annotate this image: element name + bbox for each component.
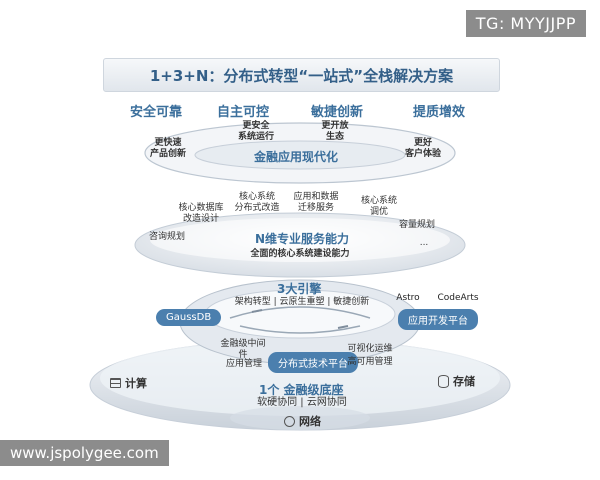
base-subtitle: 软硬协同 | 云网协同 — [257, 397, 347, 408]
network-icon — [284, 415, 295, 427]
engine-items: 架构转型 | 云原生重塑 | 敏捷创新 — [234, 297, 370, 307]
network-label: 网络 — [299, 415, 321, 428]
base-title: 1个 金融级底座 — [259, 383, 344, 397]
service-core-db-design: 核心数据库 改造设计 — [178, 203, 224, 224]
distributed-tech-platform-pill: 分布式技术平台 — [268, 352, 358, 373]
astro-label: Astro — [396, 293, 420, 303]
label-better-experience: 更好 客户体验 — [404, 138, 441, 159]
value-efficiency: 提质增效 — [413, 105, 466, 120]
value-agility: 敏捷创新 — [311, 105, 364, 120]
solution-title: 1+3+N：分布式转型“一站式”全栈解决方案 — [149, 66, 454, 85]
service-consulting: 咨询规划 — [148, 232, 185, 242]
compute-block: 计算 — [110, 375, 147, 391]
solution-title-banner: 1+3+N：分布式转型“一站式”全栈解决方案 — [103, 58, 500, 92]
tg-tag: TG: MYYJJPP — [465, 10, 586, 37]
site-watermark: www.jspolygee.com — [0, 440, 169, 466]
app-dev-platform-pill: 应用开发平台 — [398, 309, 478, 330]
service-migration: 应用和数据 迁移服务 — [293, 192, 339, 213]
gaussdb-pill: GaussDB — [156, 309, 222, 326]
n-dim-title: N维专业服务能力 — [255, 232, 350, 246]
engine-title: 3大引擎 — [277, 282, 322, 296]
value-autonomy: 自主可控 — [217, 105, 270, 120]
service-capacity: 容量规划 — [398, 220, 435, 230]
app-mgmt-label: 应用管理 — [225, 359, 262, 369]
middleware-label: 金融级中间 件 — [220, 339, 266, 360]
visual-ops-label: 可视化运维 — [347, 344, 393, 354]
service-core-distributed: 核心系统 分布式改造 — [234, 192, 280, 213]
label-financial-app-modernization: 金融应用现代化 — [254, 150, 339, 164]
value-security: 安全可靠 — [130, 105, 183, 120]
network-block: 网络 — [284, 413, 321, 429]
compute-label: 计算 — [125, 377, 147, 390]
server-icon — [110, 378, 121, 388]
service-core-tuning: 核心系统 调优 — [360, 196, 397, 217]
database-icon — [438, 374, 449, 388]
label-open-ecosystem: 更开放 生态 — [321, 121, 349, 142]
codearts-label: CodeArts — [437, 293, 479, 303]
storage-block: 存储 — [438, 373, 475, 389]
label-safer-operation: 更安全 系统运行 — [237, 121, 274, 142]
ha-mgmt-label: 高可用管理 — [347, 357, 393, 367]
storage-label: 存储 — [453, 375, 475, 388]
n-dim-subtitle: 全面的核心系统建设能力 — [250, 249, 350, 259]
service-more: ... — [419, 238, 429, 248]
label-faster-innovation: 更快速 产品创新 — [149, 138, 186, 159]
